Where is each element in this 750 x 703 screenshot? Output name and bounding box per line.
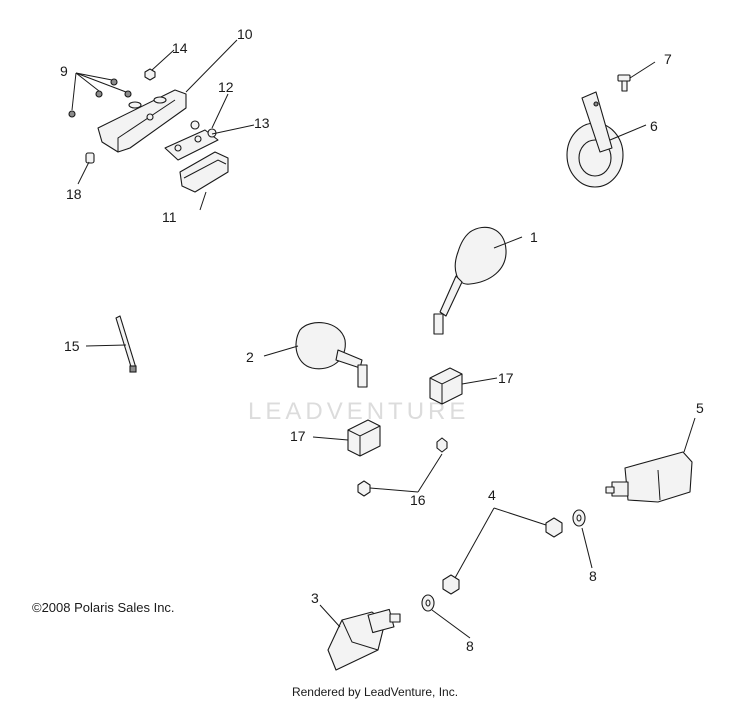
mirror-1 — [433, 226, 507, 335]
rendered-by-footer: Rendered by LeadVenture, Inc. — [291, 685, 459, 699]
callout-6: 6 — [650, 118, 658, 134]
cable-tie-15 — [115, 315, 137, 373]
mirror-2 — [295, 322, 368, 388]
bolt-7 — [617, 74, 631, 92]
callout-7: 7 — [664, 51, 672, 67]
washer-8-upper — [572, 509, 586, 527]
callout-8-upper: 8 — [589, 568, 597, 584]
callout-12: 12 — [218, 79, 234, 95]
clamp-17-upper — [429, 367, 463, 405]
callout-numbers: 1 2 3 4 5 6 7 8 8 9 10 11 12 13 14 15 16… — [60, 26, 704, 654]
leader-lines — [71, 39, 696, 639]
nut-16-upper — [436, 437, 448, 453]
nut-4-upper — [545, 517, 563, 538]
spacer-18 — [85, 152, 95, 164]
callout-10: 10 — [237, 26, 253, 42]
callout-4: 4 — [488, 487, 496, 503]
callout-5: 5 — [696, 400, 704, 416]
callout-15: 15 — [64, 338, 80, 354]
callout-14: 14 — [172, 40, 188, 56]
callout-11: 11 — [162, 209, 177, 225]
license-lamp-11 — [179, 151, 229, 193]
nut-14 — [144, 68, 156, 81]
turn-signal-5 — [605, 451, 693, 503]
callout-8-lower: 8 — [466, 638, 474, 654]
nut-16-lower — [357, 480, 371, 497]
screws-9 — [68, 78, 132, 118]
callout-18: 18 — [66, 186, 82, 202]
grommets-12-13 — [164, 120, 219, 161]
washer-8-lower — [421, 594, 435, 612]
license-bracket — [97, 89, 187, 153]
callout-17-upper: 17 — [498, 370, 514, 386]
callout-9: 9 — [60, 63, 68, 79]
copyright-notice: ©2008 Polaris Sales Inc. — [32, 600, 175, 615]
callout-17-lower: 17 — [290, 428, 306, 444]
callout-16: 16 — [410, 492, 426, 508]
horn-6 — [566, 91, 624, 188]
turn-signal-3 — [327, 608, 401, 671]
callout-2: 2 — [246, 349, 254, 365]
callout-1: 1 — [530, 229, 538, 245]
nut-4-lower — [442, 574, 460, 595]
callout-3: 3 — [311, 590, 319, 606]
callout-13: 13 — [254, 115, 270, 131]
clamp-17-lower — [347, 419, 381, 457]
watermark: LEADVENTURE — [248, 398, 470, 425]
